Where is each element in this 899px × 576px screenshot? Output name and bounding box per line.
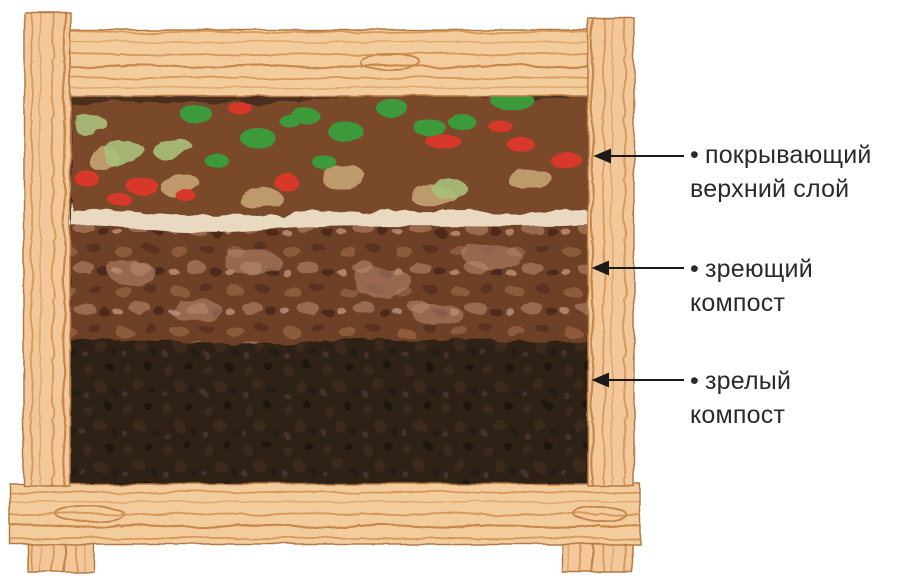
label-text: зрелый xyxy=(705,367,791,395)
label-text: зреющий xyxy=(705,255,813,283)
label-mature-compost-line2: компост xyxy=(690,398,791,432)
bullet: • xyxy=(690,255,699,283)
label-mature-compost-line1: •зрелый xyxy=(690,364,791,398)
right-foot xyxy=(562,540,632,572)
bottom-board xyxy=(10,484,640,544)
top-board xyxy=(70,30,594,96)
label-maturing-compost-line1: •зреющий xyxy=(690,252,813,286)
bullet: • xyxy=(690,367,699,395)
label-maturing-compost: •зреющий компост xyxy=(690,252,813,320)
bullet: • xyxy=(690,141,699,169)
mature-compost-layer xyxy=(68,332,594,492)
covering-top-layer xyxy=(72,94,592,217)
label-mature-compost: •зрелый компост xyxy=(690,364,791,432)
label-covering-top-layer-line1: •покрывающий xyxy=(690,138,872,172)
right-post xyxy=(588,18,634,486)
left-foot xyxy=(28,540,94,572)
label-covering-top-layer-line2: верхний слой xyxy=(690,172,872,206)
label-maturing-compost-line2: компост xyxy=(690,286,813,320)
left-post xyxy=(24,12,70,486)
label-covering-top-layer: •покрывающий верхний слой xyxy=(690,138,872,206)
label-text: покрывающий xyxy=(705,141,872,169)
